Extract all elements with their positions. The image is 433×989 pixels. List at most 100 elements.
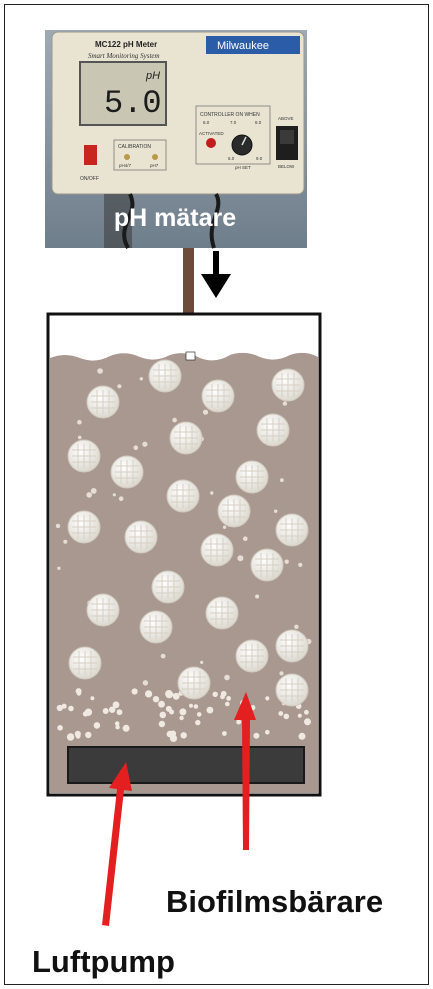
air-bubble bbox=[280, 478, 284, 482]
air-bubble bbox=[103, 708, 109, 714]
air-bubble bbox=[113, 493, 116, 496]
biofilm-carrier bbox=[140, 611, 172, 643]
air-bubble bbox=[274, 510, 277, 513]
air-bubble bbox=[222, 731, 227, 736]
air-bubble bbox=[77, 420, 82, 425]
air-bubble bbox=[119, 496, 124, 501]
air-bubble bbox=[173, 693, 180, 700]
air-bubble bbox=[85, 732, 91, 738]
air-bubble bbox=[63, 540, 67, 544]
air-bubble bbox=[223, 526, 226, 529]
cal-button-ph7[interactable] bbox=[152, 154, 158, 160]
ph-meter: MC122 pH Meter Smart Monitoring System M… bbox=[45, 30, 307, 248]
air-bubble bbox=[134, 445, 139, 450]
air-bubble bbox=[113, 701, 120, 708]
air-bubble bbox=[279, 671, 283, 675]
lcd-reading: 5.0 bbox=[104, 85, 162, 122]
above-label: ABOVE bbox=[278, 116, 294, 121]
air-bubble bbox=[224, 675, 230, 681]
air-bubble bbox=[203, 410, 208, 415]
biofilm-carrier bbox=[276, 514, 308, 546]
biofilm-carrier bbox=[87, 594, 119, 626]
air-bubble bbox=[283, 401, 287, 405]
brand-label: Milwaukee bbox=[217, 40, 269, 52]
air-bubble bbox=[117, 384, 121, 388]
biofilm-carrier bbox=[111, 456, 143, 488]
air-bubble bbox=[77, 691, 82, 696]
air-bubble bbox=[294, 625, 298, 629]
air-bubble bbox=[117, 709, 123, 715]
cal-button-ph4[interactable] bbox=[124, 154, 130, 160]
probe-tip bbox=[186, 352, 195, 360]
controller-label: CONTROLLER ON WHEN bbox=[200, 112, 260, 118]
air-bubble bbox=[299, 733, 306, 740]
air-bubble bbox=[305, 721, 310, 726]
biofilm-carrier bbox=[87, 386, 119, 418]
activated-led bbox=[206, 138, 216, 148]
biofilm-carrier bbox=[257, 414, 289, 446]
biofilm-carrier bbox=[68, 440, 100, 472]
air-bubble bbox=[57, 725, 63, 731]
biofilm-carrier bbox=[236, 461, 268, 493]
cal-ph7-label: pH7 bbox=[150, 163, 159, 168]
biofilm-carrier bbox=[149, 360, 181, 392]
power-switch[interactable] bbox=[84, 145, 97, 165]
biofilm-carrier bbox=[178, 667, 210, 699]
air-bubble bbox=[86, 492, 92, 498]
air-bubble bbox=[189, 704, 193, 708]
meter-subtitle: Smart Monitoring System bbox=[88, 52, 160, 60]
biofilm-carrier bbox=[272, 369, 304, 401]
air-bubble bbox=[213, 692, 218, 697]
air-bubble bbox=[142, 442, 147, 447]
air-bubble bbox=[115, 725, 119, 729]
air-bubble bbox=[255, 595, 259, 599]
air-bubble bbox=[132, 688, 138, 694]
air-bubble bbox=[140, 377, 143, 380]
biofilm-carrier bbox=[68, 511, 100, 543]
biofilm-carrier bbox=[276, 630, 308, 662]
air-bubble bbox=[153, 696, 159, 702]
air-bubble bbox=[158, 701, 165, 708]
air-bubble bbox=[57, 705, 63, 711]
biofilm-carrier bbox=[69, 647, 101, 679]
biofilm-carrier bbox=[276, 674, 308, 706]
biofilm-carrier bbox=[202, 380, 234, 412]
air-bubble bbox=[91, 488, 97, 494]
biofilm-carrier bbox=[152, 571, 184, 603]
below-label: BELOW bbox=[278, 164, 295, 169]
air-bubble bbox=[298, 714, 302, 718]
air-bubble bbox=[179, 716, 183, 720]
air-bubble bbox=[226, 696, 231, 701]
air-bubble bbox=[200, 661, 203, 664]
air-bubble bbox=[165, 690, 173, 698]
biofilm-carrier bbox=[201, 534, 233, 566]
down-arrow bbox=[201, 251, 231, 298]
air-bubble bbox=[225, 702, 230, 707]
air-pump-plate bbox=[68, 747, 304, 783]
air-bubble bbox=[56, 524, 60, 528]
air-bubble bbox=[265, 730, 270, 735]
biofilm-carrier-label: Biofilmsbärare bbox=[166, 884, 383, 919]
biofilm-carrier bbox=[167, 480, 199, 512]
air-bubble bbox=[181, 732, 187, 738]
biofilm-carrier bbox=[206, 597, 238, 629]
air-bubble bbox=[197, 712, 202, 717]
air-bubble bbox=[123, 725, 130, 732]
air-bubble bbox=[78, 436, 82, 440]
air-bubble bbox=[166, 706, 172, 712]
air-bubble bbox=[67, 733, 74, 740]
ph-meter-title: pH mätare bbox=[114, 204, 236, 232]
dial-tick-label: 9.0 bbox=[256, 156, 263, 161]
ph-set-label: pH SET bbox=[235, 165, 251, 170]
air-bubble bbox=[83, 711, 88, 716]
air-bubble bbox=[243, 536, 248, 541]
dial-tick-label: 7.0 bbox=[230, 120, 237, 125]
air-bubble bbox=[236, 720, 241, 725]
air-bubble bbox=[159, 721, 165, 727]
air-bubble bbox=[90, 696, 94, 700]
air-bubble bbox=[143, 680, 148, 685]
activated-label: ACTIVATED bbox=[199, 131, 224, 136]
biofilm-carrier bbox=[170, 422, 202, 454]
